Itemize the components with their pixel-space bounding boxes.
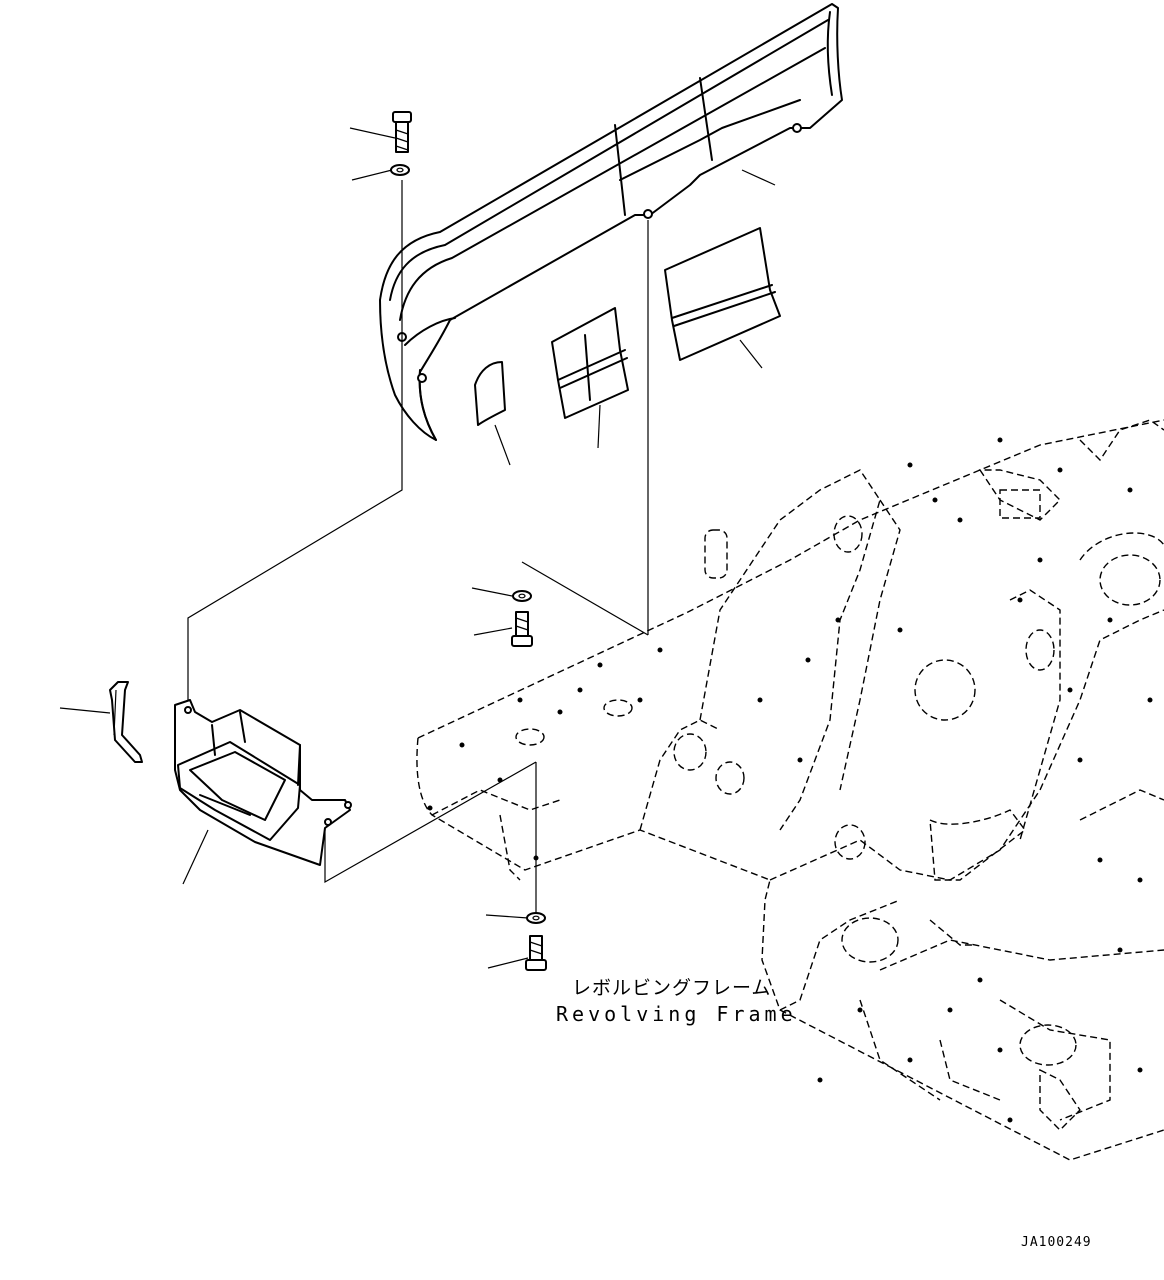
leader-lines bbox=[59, 127, 776, 969]
mid-washer bbox=[512, 590, 532, 602]
cover-plates bbox=[474, 227, 781, 426]
part-label-english: Revolving Frame bbox=[556, 1002, 797, 1026]
step-assembly bbox=[174, 699, 352, 866]
top-bolt bbox=[392, 111, 412, 153]
lower-bolt bbox=[525, 935, 547, 971]
part-label-japanese: レボルビングフレーム bbox=[572, 977, 772, 999]
strap-bracket bbox=[109, 681, 143, 763]
drawing-code: JA100249 bbox=[1021, 1235, 1092, 1250]
revolving-frame bbox=[416, 419, 1164, 1161]
top-washer bbox=[390, 164, 410, 176]
lower-washer bbox=[526, 912, 546, 924]
mid-bolt bbox=[511, 611, 533, 647]
